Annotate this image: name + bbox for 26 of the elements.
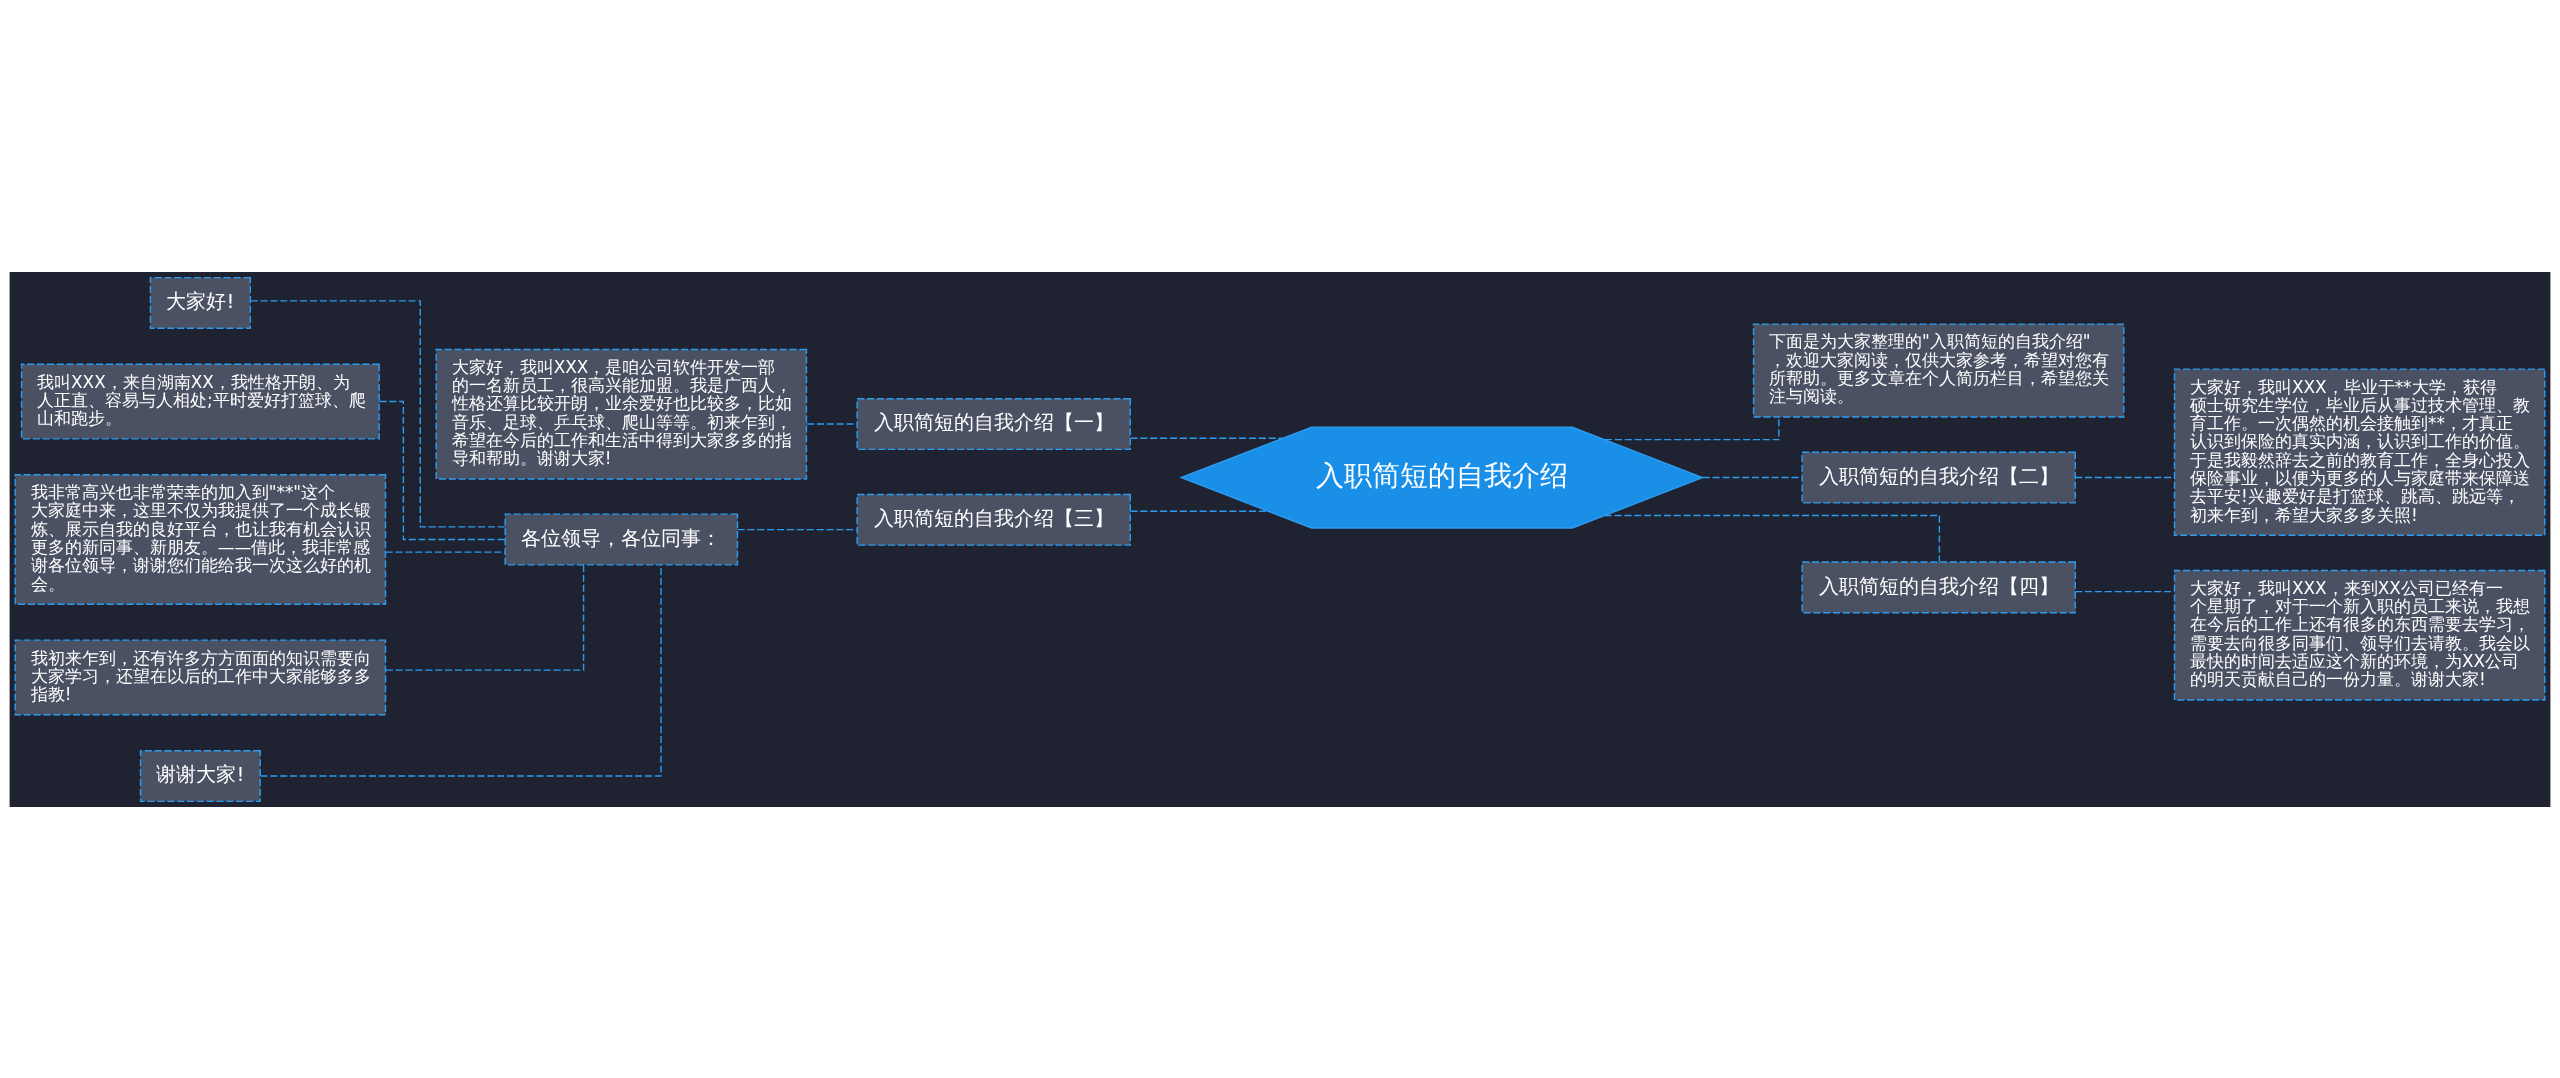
connector [736,528,858,530]
node-box: 大家好，我叫XXX，毕业于**大学，获得硕士研究生学位，毕业后从事过技术管理、教育工作。一次偶然的机会接触到**，才真正认识到保险的真实内涵，认识到工作的价值。于是我毅然辞去之前的教育工作，全身心投入保险事业，以便为更多的人与家庭带来保障送去平安!兴趣爱好是打篮球、跳高、跳远等，初来乍到，希望大家多多关照! [2173,367,2546,536]
connector [385,564,585,671]
node-box: 我叫XXX，来自湖南XX，我性格开朗、为人正直、容易与人相处;平时爱好打篮球、爬山和跑步。 [20,363,380,440]
connector [378,400,506,540]
node-box: 大家好，我叫XXX，来到XX公司已经有一个星期了，对于一个新入职的员工来说，我想在今后的工作上还有很多的东西需要去学习，需要去向很多同事们、领导们去请教。我会以最快的时间去适应这个新的环境，为XX公司的明天贡献自己的一份力量。谢谢大家! [2173,569,2546,701]
connector [384,550,506,553]
node-box: 大家好，我叫XXX，是咱公司软件开发一部的一名新员工，很高兴能加盟。我是广西人，性格还算比较开朗，业余爱好也比较多，比如音乐、足球、乒乓球、爬山等等。初来乍到，希望在今后的工作和生活中得到大家多多的指导和帮助。谢谢大家! [435,348,808,480]
node-box: 我初来乍到，还有许多方方面面的知识需要向大家学习，还望在以后的工作中大家能够多多指教! [14,638,387,715]
connector [250,299,506,528]
node-box: 大家好! [149,276,252,329]
connector [1129,510,1269,512]
connector [1701,476,1803,478]
node-box: 谢谢大家! [139,749,261,802]
node-box: 入职简短的自我介绍【三】 [856,493,1131,546]
node-box: 入职简短的自我介绍【一】 [856,397,1131,450]
connector [259,564,662,777]
node-box: 各位领导，各位同事： [504,512,739,566]
node-box: 入职简短的自我介绍【四】 [1801,560,2076,613]
connector [1604,514,1941,563]
connector [1604,416,1780,440]
node-box: 下面是为大家整理的"入职简短的自我介绍"，欢迎大家阅读，仅供大家参考，希望对您有所帮助。更多文章在个人简历栏目，希望您关注与阅读。 [1752,322,2125,418]
connector [1129,437,1284,439]
node-box: 入职简短的自我介绍【二】 [1801,451,2076,504]
node-box: 我非常高兴也非常荣幸的加入到"**"这个大家庭中来，这里不仅为我提供了一个成长锻炼、展示自我的良好平台，也让我有机会认识更多的新同事、新朋友。——借此，我非常感谢各位领导，谢谢您们能给我一次这么好的机会。 [14,473,387,605]
connector [806,422,858,425]
